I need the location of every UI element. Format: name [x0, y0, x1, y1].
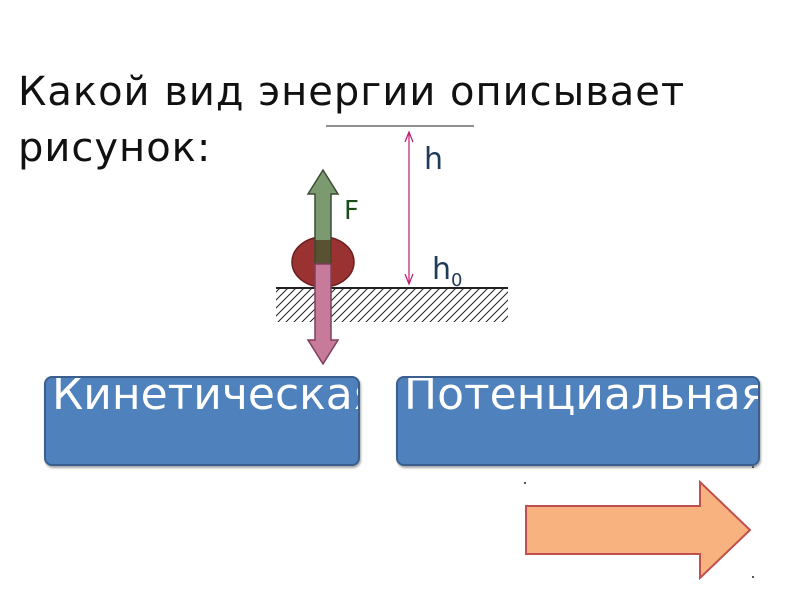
force-down-arrow — [306, 263, 340, 366]
answer-kinetic-label: Кинетическая — [52, 376, 360, 420]
ground-hatching — [276, 288, 508, 322]
ground-level-label: h0 — [432, 252, 462, 291]
decor-dot — [752, 466, 754, 468]
decor-dot — [524, 482, 526, 484]
question-text: Какой вид энергии описывает рисунок: — [18, 69, 686, 171]
force-overlap — [315, 240, 331, 264]
ground-level-letter: h — [432, 252, 452, 287]
answer-kinetic-button[interactable]: Кинетическая — [44, 376, 360, 466]
decor-dot — [752, 576, 754, 578]
answer-potential-button[interactable]: Потенциальная — [396, 376, 760, 466]
ground-level-subscript: 0 — [451, 270, 463, 291]
height-arrow-head-bottom — [404, 273, 414, 286]
height-label: h — [424, 142, 444, 177]
answer-potential-label: Потенциальная — [404, 376, 760, 420]
force-label: F — [344, 196, 359, 226]
height-arrow-head-top — [404, 130, 414, 143]
arrow-right-icon[interactable] — [522, 480, 754, 580]
